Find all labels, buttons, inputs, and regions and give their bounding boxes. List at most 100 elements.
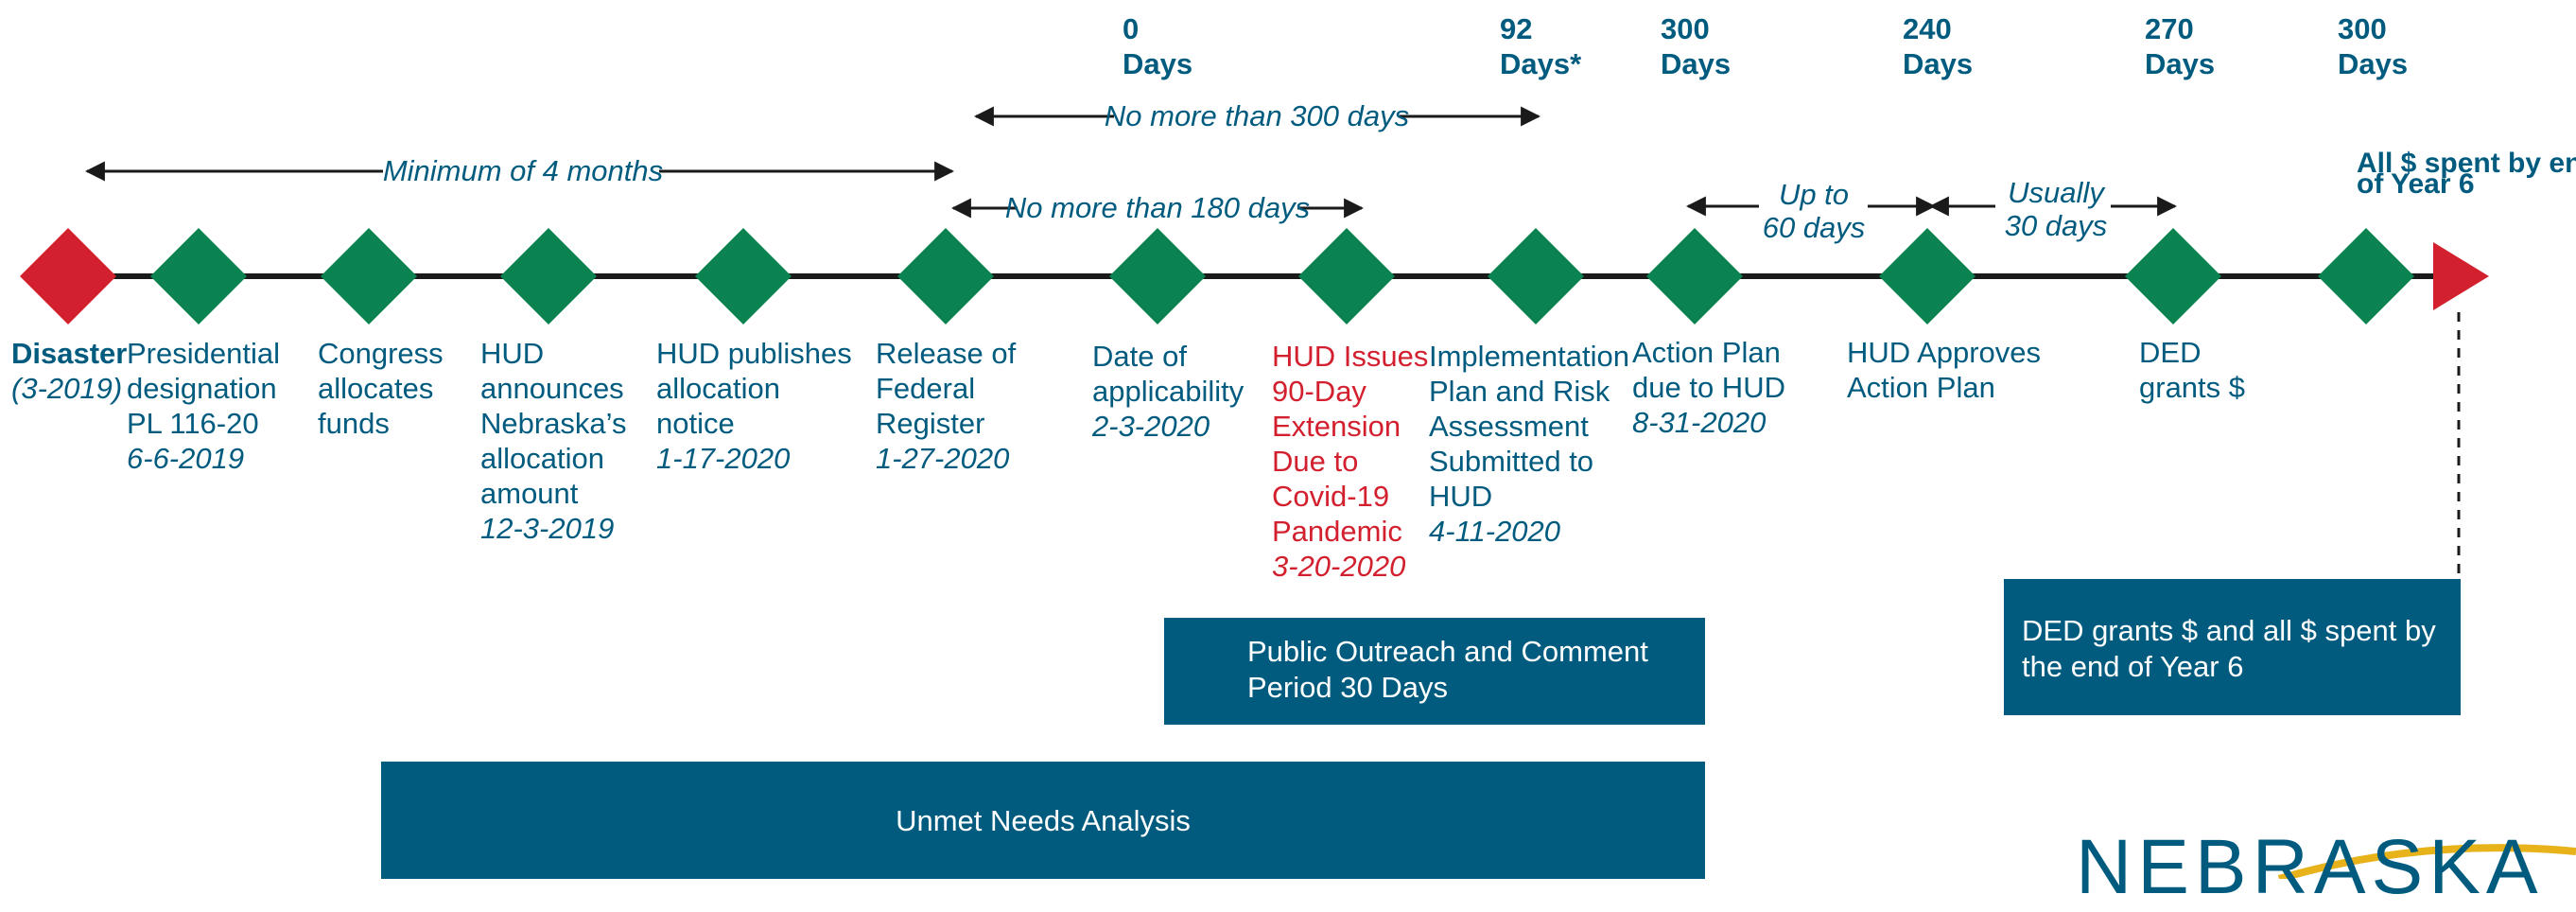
milestone-action-plan-due: Action Plan due to HUD 8-31-2020 xyxy=(1632,335,1785,440)
diamond-applicability xyxy=(1109,228,1206,324)
end-label-line: of Year 6 xyxy=(2357,168,2475,200)
day-unit: Days xyxy=(1661,47,1732,80)
diamond-year6 xyxy=(2318,228,2414,324)
milestone-date: 6-6-2019 xyxy=(127,442,245,475)
milestone-line: HUD Issues xyxy=(1272,340,1429,373)
diamond-hud-approves xyxy=(1879,228,1976,324)
milestone-line: Congress xyxy=(318,337,444,370)
milestone-line: PL 116-20 xyxy=(127,407,259,440)
timeline-diagram: Minimum of 4 months No more than 300 day… xyxy=(20,99,2576,879)
milestone-line: Due to xyxy=(1272,445,1359,478)
milestone-line: amount xyxy=(480,477,579,510)
milestone-line: DED xyxy=(2139,336,2202,369)
diamond-ded-grants xyxy=(2125,228,2221,324)
milestone-line: HUD xyxy=(1429,480,1493,513)
milestone-line: Release of xyxy=(876,337,1017,370)
milestone-date: (3-2019) xyxy=(11,372,123,405)
diamond-extension xyxy=(1298,228,1395,324)
milestone-line: Date of xyxy=(1092,340,1187,373)
milestone-hud-approves: HUD Approves Action Plan xyxy=(1847,335,2041,405)
milestone-line: applicability xyxy=(1092,375,1244,408)
milestone-date: 8-31-2020 xyxy=(1632,406,1767,439)
span-max300-label: No more than 300 days xyxy=(1105,99,1409,132)
day-number: 92 xyxy=(1500,12,1533,45)
end-of-year6-label: All $ spent by end of Year 6 xyxy=(2357,148,2576,200)
milestone-line: Assessment xyxy=(1429,410,1589,443)
day-number: 300 xyxy=(1661,12,1710,45)
diamond-disaster xyxy=(20,228,116,324)
box-line: Public Outreach and Comment xyxy=(1247,635,1648,668)
diamond-presidential xyxy=(150,228,247,324)
span-upto60-label-2: 60 days xyxy=(1763,211,1866,244)
ded-grants-box: DED grants $ and all $ spent by the end … xyxy=(2004,579,2461,715)
diamond-federal-register xyxy=(897,228,994,324)
span-usually30-label-1: Usually xyxy=(2008,176,2106,209)
milestone-line: Action Plan xyxy=(1632,336,1781,369)
milestone-line: Plan and Risk xyxy=(1429,375,1610,408)
milestone-line: Covid-19 xyxy=(1272,480,1390,513)
nebraska-logo: NEBRASKA xyxy=(2076,824,2544,910)
milestone-line: allocation xyxy=(656,372,780,405)
diamond-hud-publishes xyxy=(695,228,792,324)
box-line: the end of Year 6 xyxy=(2022,650,2244,683)
milestone-hud-announces: HUD announces Nebraska’s allocation amou… xyxy=(480,336,627,546)
milestone-line: Action Plan xyxy=(1847,371,1995,404)
day-number: 240 xyxy=(1903,12,1952,45)
milestone-congress: Congress allocates funds xyxy=(318,336,444,441)
public-outreach-box: Public Outreach and Comment Period 30 Da… xyxy=(1164,618,1705,725)
milestone-disaster: Disaster (3-2019) xyxy=(11,336,127,406)
milestone-line: HUD publishes xyxy=(656,337,852,370)
milestone-line: Pandemic xyxy=(1272,515,1402,548)
milestone-date: 12-3-2019 xyxy=(480,512,615,545)
milestone-line: Nebraska’s xyxy=(480,407,627,440)
milestone-extension: HUD Issues 90-Day Extension Due to Covid… xyxy=(1272,339,1428,584)
milestone-date: 3-20-2020 xyxy=(1272,550,1406,583)
milestone-line: designation xyxy=(127,372,277,405)
span-min4-label: Minimum of 4 months xyxy=(383,154,663,187)
milestone-line: Presidential xyxy=(127,337,280,370)
milestone-hud-publishes: HUD publishes allocation notice 1-17-202… xyxy=(656,336,852,476)
milestone-applicability: Date of applicability 2-3-2020 xyxy=(1092,339,1244,444)
day-number: 0 xyxy=(1123,12,1140,45)
milestone-line: due to HUD xyxy=(1632,371,1785,404)
milestone-line: notice xyxy=(656,407,735,440)
day-unit: Days xyxy=(2145,47,2216,80)
diamond-hud-announces xyxy=(500,228,597,324)
milestone-ded-grants: DED grants $ xyxy=(2139,335,2245,405)
diamond-congress xyxy=(321,228,417,324)
box-line: DED grants $ and all $ spent by xyxy=(2022,614,2436,647)
milestone-line: Register xyxy=(876,407,985,440)
milestone-line: funds xyxy=(318,407,390,440)
milestone-implementation: Implementation Plan and Risk Assessment … xyxy=(1429,339,1629,549)
span-usually30-label-2: 30 days xyxy=(2005,209,2108,242)
logo-swoosh xyxy=(2277,844,2576,879)
milestone-line: allocates xyxy=(318,372,434,405)
unmet-needs-box: Unmet Needs Analysis xyxy=(381,762,1705,879)
span-upto60-label-1: Up to xyxy=(1779,178,1849,211)
milestone-date: 4-11-2020 xyxy=(1429,515,1561,548)
milestone-presidential: Presidential designation PL 116-20 6-6-2… xyxy=(127,336,280,476)
milestone-line: Extension xyxy=(1272,410,1401,443)
day-unit: Days xyxy=(1123,47,1193,80)
milestone-date: 1-17-2020 xyxy=(656,442,791,475)
day-number: 300 xyxy=(2338,12,2387,45)
milestone-date: 2-3-2020 xyxy=(1092,410,1210,443)
end-label-line: All $ spent by end xyxy=(2357,148,2576,179)
milestone-line: grants $ xyxy=(2139,371,2246,404)
milestone-line: Federal xyxy=(876,372,976,405)
milestone-federal-register: Release of Federal Register 1-27-2020 xyxy=(876,336,1016,476)
day-unit: Days xyxy=(2338,47,2409,80)
milestone-line: Submitted to xyxy=(1429,445,1594,478)
day-unit: Days xyxy=(1903,47,1974,80)
milestone-line: HUD xyxy=(480,337,545,370)
milestone-line: allocation xyxy=(480,442,604,475)
diamond-implementation xyxy=(1488,228,1584,324)
day-unit: Days* xyxy=(1500,47,1582,80)
milestone-date: 1-27-2020 xyxy=(876,442,1010,475)
